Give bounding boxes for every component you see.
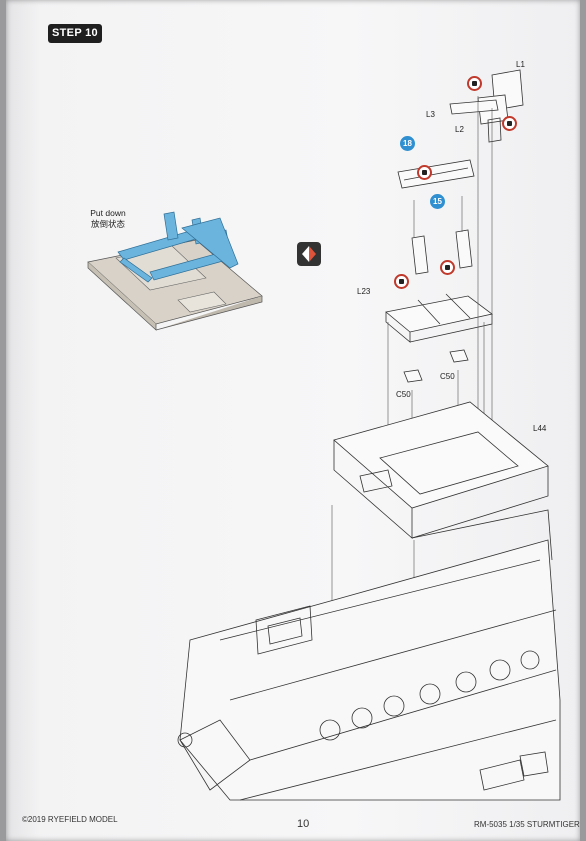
glue-icon: [467, 76, 482, 91]
footer-model: RM-5035 1/35 STURMTIGER: [474, 820, 580, 829]
put-down-note: Put down 放倒状态: [82, 208, 134, 230]
part-label-l1: L1: [516, 60, 525, 69]
glue-icon: [394, 274, 409, 289]
part-label-l44: L44: [533, 424, 547, 433]
part-marker-15: 15: [430, 194, 445, 209]
flip-over-icon: [297, 242, 321, 266]
glue-icon: [440, 260, 455, 275]
part-label-c50-left: C50: [396, 390, 411, 399]
part-marker-18: 18: [400, 136, 415, 151]
footer-copyright: ©2019 RYEFIELD MODEL: [22, 815, 118, 824]
glue-icon: [417, 165, 432, 180]
put-down-note-en: Put down: [90, 208, 126, 218]
part-label-l2: L2: [455, 125, 464, 134]
part-label-c50-right: C50: [440, 372, 455, 381]
part-label-l3: L3: [426, 110, 435, 119]
put-down-note-cn: 放倒状态: [90, 219, 125, 229]
glue-icon: [502, 116, 517, 131]
page-number: 10: [297, 818, 310, 830]
put-down-illustration: [87, 211, 263, 331]
step-badge: STEP 10: [48, 24, 102, 43]
part-label-l23: L23: [357, 287, 371, 296]
